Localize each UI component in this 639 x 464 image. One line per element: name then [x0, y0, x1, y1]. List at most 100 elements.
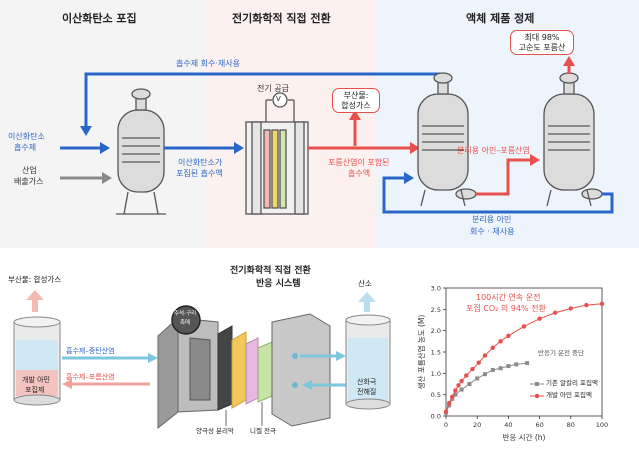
anolyte-label-2: 전해질 — [357, 388, 377, 396]
co2-absorbent-label-2: 흡수제 — [14, 143, 37, 152]
data-point — [521, 324, 527, 329]
x-tick-label: 100 — [596, 421, 608, 429]
data-point — [498, 366, 503, 371]
voltmeter-icon: V — [276, 95, 281, 103]
data-point — [459, 387, 464, 392]
x-tick-label: 20 — [473, 421, 481, 429]
nickel-label: 니켈 전극 — [250, 427, 276, 435]
flue-gas-label-2: 배출가스 — [14, 177, 44, 186]
y-tick-label: 1.5 — [431, 349, 441, 357]
legend-item-2: 개발 아민 포집액 — [546, 391, 592, 399]
absorber-label-2: 포집제 — [25, 386, 45, 394]
chart-annotation-1: 100시간 연속 운전 — [476, 293, 541, 302]
data-point — [498, 339, 503, 344]
chart-annotation-2: 포집 CO₂ 의 94% 전환 — [466, 304, 546, 313]
legend-marker-2 — [534, 393, 540, 399]
byproduct-box: 부산물: 합성가스 — [332, 88, 380, 114]
data-point — [553, 310, 558, 315]
y-tick-label: 0.0 — [431, 413, 441, 421]
data-point — [483, 372, 487, 377]
data-point — [467, 382, 472, 386]
data-point — [584, 302, 589, 308]
data-point — [456, 383, 461, 388]
y-tick-label: 1.0 — [431, 370, 441, 378]
catalyst-magnified-icon — [171, 305, 201, 335]
byproduct-label-1: 부산물: — [343, 91, 369, 100]
y-tick-label: 2.0 — [431, 327, 441, 335]
cathode-plate — [157, 316, 219, 430]
y-tick-label: 0.5 — [431, 391, 441, 399]
formate-solution-label-2: 흡수액 — [348, 169, 371, 178]
anolyte-cylinder — [345, 314, 391, 410]
absorbent-recycle-label: 흡수제 회수·재사용 — [176, 59, 240, 68]
formate-solution-label-1: 포름산염이 포함된 — [328, 158, 390, 167]
oxygen-label: 산소 — [358, 279, 372, 288]
chart-note: 반응기 운전 중단 — [538, 349, 584, 357]
amine-recycle-label-2: 회수 · 재사용 — [470, 227, 515, 236]
series-line-1 — [445, 362, 528, 413]
data-point — [446, 401, 452, 406]
byproduct-label-2: 합성가스 — [341, 100, 371, 110]
x-tick-label: 60 — [535, 421, 543, 429]
separation-column-1 — [417, 72, 477, 207]
loaded-absorbent-label-2: 포집된 흡수액 — [176, 169, 223, 178]
data-point — [459, 378, 464, 384]
data-point — [506, 333, 511, 338]
electrochemical-cell — [245, 92, 309, 215]
data-point — [514, 362, 519, 367]
bottom-byproduct-label: 부산물: 합성가스 — [8, 275, 62, 284]
section-title-capture: 이산화탄소 포집 — [62, 12, 137, 25]
y-tick-label: 2.5 — [431, 306, 441, 314]
loaded-absorbent-label-1: 이산화탄소가 — [178, 158, 223, 167]
x-tick-label: 80 — [567, 421, 575, 429]
amine-recycle-line — [382, 176, 614, 214]
x-axis-label: 반응 시간 (h) — [503, 432, 546, 442]
data-point — [537, 316, 542, 321]
product-label-1: 최대 98% — [524, 33, 560, 42]
x-tick-label: 40 — [504, 421, 512, 429]
data-point — [453, 392, 458, 397]
data-point — [443, 409, 449, 414]
data-point — [475, 376, 480, 381]
data-point — [453, 388, 458, 393]
membrane-label: 양극성 분리막 — [196, 427, 234, 435]
power-supply-label: 전기 공급 — [257, 84, 289, 93]
data-point — [525, 361, 530, 366]
data-point — [490, 367, 495, 372]
data-point — [568, 306, 573, 311]
section-title-conversion: 전기화학적 직접 전환 — [232, 12, 331, 25]
formate-transfer-line — [476, 158, 532, 196]
data-point — [450, 394, 455, 399]
legend-marker-1 — [535, 382, 539, 386]
product-box: 최대 98% 고순도 포름산 — [510, 30, 574, 56]
system-title-2: 반응 시스템 — [256, 279, 301, 289]
data-point — [599, 301, 605, 306]
co2-absorbent-label-1: 이산화탄소 — [8, 132, 45, 141]
y-axis-label: 생산 포름산염 농도 (M) — [416, 315, 426, 390]
absorber-cylinder — [13, 316, 61, 406]
absorber-label-1: 개발 아민 — [22, 376, 50, 384]
y-tick-label: 3.0 — [431, 285, 441, 293]
data-point — [506, 364, 511, 369]
catalyst-label-2: 촉매 — [180, 320, 191, 326]
anode-plate — [271, 313, 331, 427]
legend-item-1: 기존 알칼리 포집액 — [546, 379, 598, 387]
data-point — [476, 360, 481, 365]
system-title-1: 전기화학적 직접 전환 — [230, 266, 311, 276]
data-point — [490, 345, 495, 350]
anolyte-label-1: 산화극 — [357, 378, 377, 386]
x-tick-label: 0 — [444, 421, 448, 429]
data-point — [464, 373, 469, 378]
process-flow-diagram — [60, 56, 614, 215]
amine-recycle-label-1: 분리용 아민 — [472, 215, 512, 224]
catalyst-label-1: 주석-구리 — [174, 311, 197, 317]
section-band-capture — [0, 0, 205, 248]
separation-label: 분리용 아민–포름산염 — [457, 146, 530, 155]
from-cell-label: 흡수제–포름산염 — [66, 373, 115, 381]
to-cell-label: 흡수제–중탄산염 — [66, 347, 115, 355]
separation-column-2 — [543, 72, 603, 207]
chart-series — [443, 301, 605, 415]
chart-axes: 0.0 0.5 1.0 1.5 2.0 2.5 3.0 0 20 40 60 80 100 반응 시간 (… — [416, 285, 608, 443]
section-title-purification: 액체 제품 정제 — [466, 12, 535, 25]
